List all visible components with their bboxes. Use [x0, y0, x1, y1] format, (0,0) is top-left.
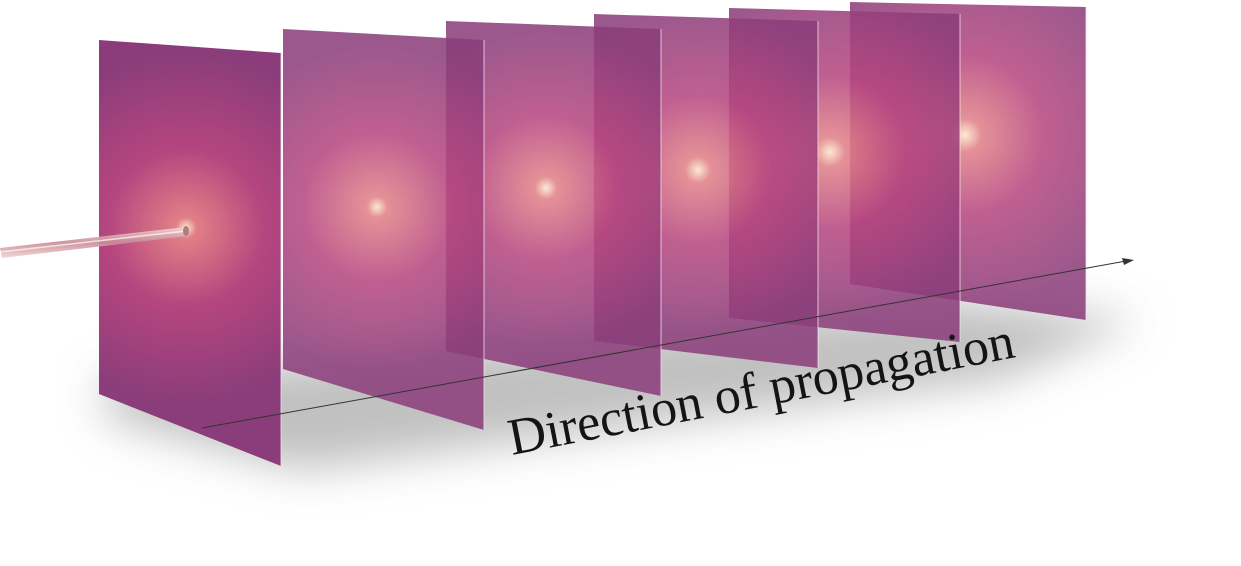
plane-surface: [99, 40, 281, 466]
axis-arrowhead: [1122, 258, 1134, 265]
wavefront-plane-1: [99, 40, 282, 466]
plane-surface: [283, 29, 484, 430]
wavefront-plane-2: [283, 29, 485, 430]
propagation-axis: [201, 260, 1127, 429]
incoming-beam: [0, 226, 189, 258]
wavefront-plane-3: [446, 21, 662, 396]
wavefront-planes: [99, 2, 1087, 466]
plane-surface: [446, 21, 661, 396]
